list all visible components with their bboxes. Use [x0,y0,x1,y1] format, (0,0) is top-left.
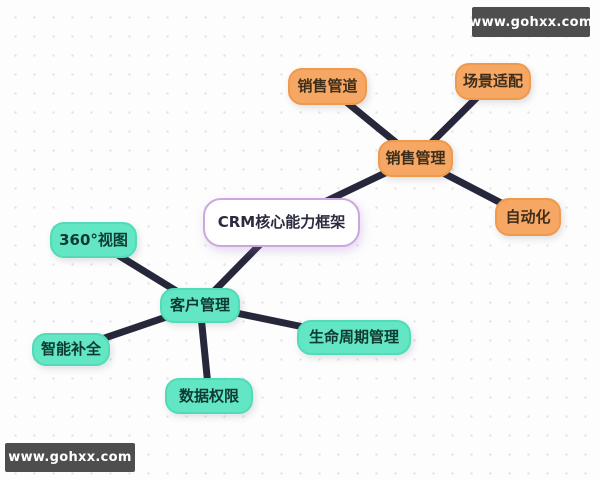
node-sales-management[interactable]: 销售管理 [378,140,453,177]
node-crm-root[interactable]: CRM核心能力框架 [203,198,360,247]
node-smart-completion[interactable]: 智能补全 [32,333,110,366]
watermark-bottom-left: www.gohxx.com [5,443,135,472]
node-view-360[interactable]: 360°视图 [50,222,137,258]
node-automation[interactable]: 自动化 [495,198,561,236]
node-sales-pipeline[interactable]: 销售管道 [288,68,367,105]
node-customer-management[interactable]: 客户管理 [160,288,240,323]
node-data-permissions[interactable]: 数据权限 [165,378,253,414]
node-lifecycle-management[interactable]: 生命周期管理 [297,320,411,355]
watermark-top-right: www.gohxx.com [469,7,592,37]
node-scenario-adaptation[interactable]: 场景适配 [455,63,531,100]
